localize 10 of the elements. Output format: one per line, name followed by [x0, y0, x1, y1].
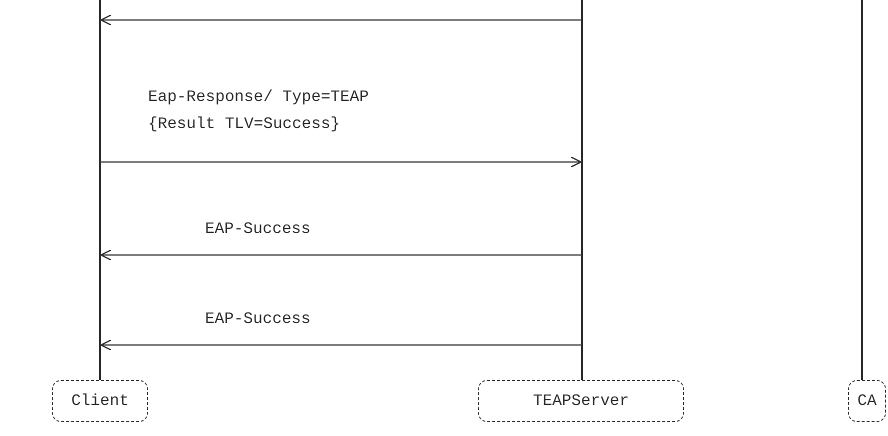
message-arrow [101, 156, 582, 168]
participant-box: TEAPServer [478, 380, 684, 422]
lifeline [99, 0, 101, 380]
message-arrow [100, 14, 581, 26]
participant-box: CA [848, 380, 886, 422]
message-arrow [100, 339, 581, 351]
lifeline [581, 0, 583, 380]
participant-box: Client [52, 380, 148, 422]
message-arrow [100, 249, 581, 261]
lifeline [861, 0, 863, 380]
